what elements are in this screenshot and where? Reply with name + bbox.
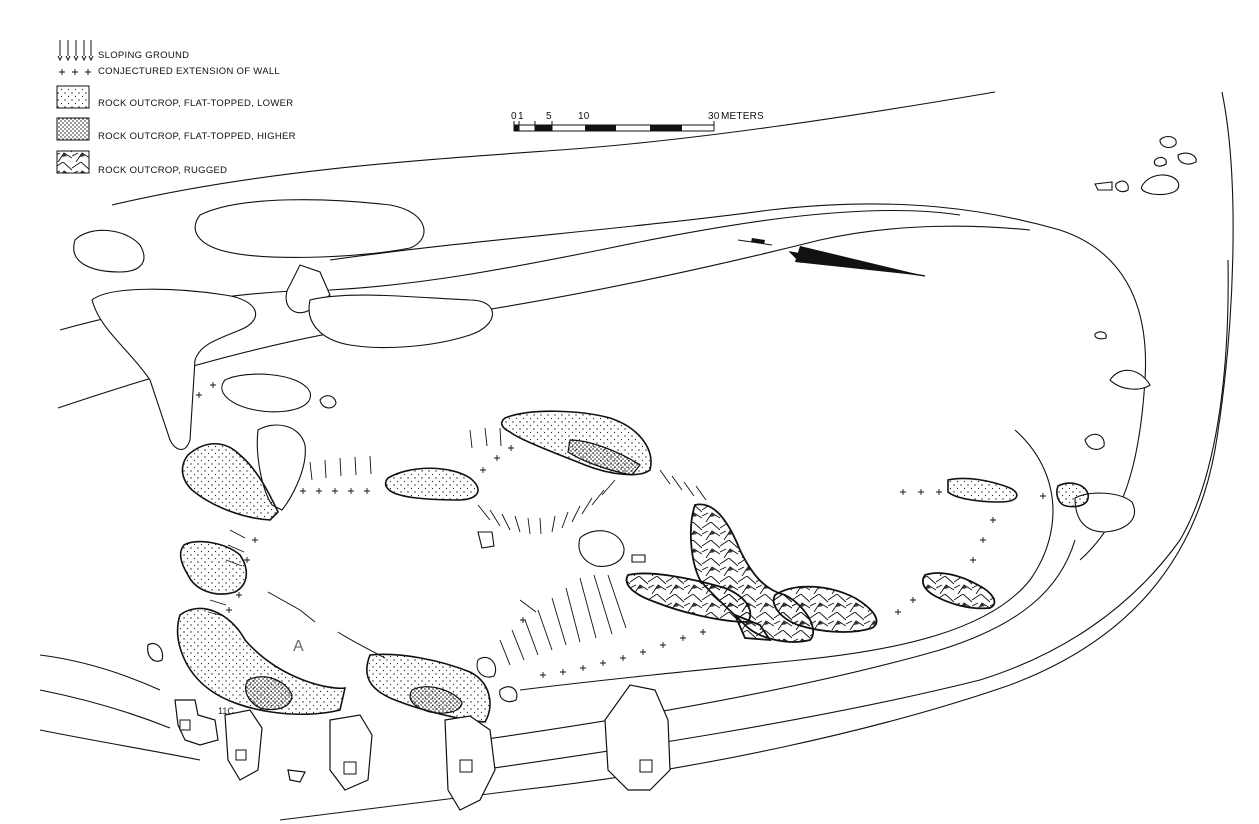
legend-wall-extension-label: CONJECTURED EXTENSION OF WALL (98, 66, 281, 77)
scale-tick-10: 10 (578, 111, 590, 122)
rock-lower-swatch (56, 85, 90, 109)
legend-sloping-ground-label: SLOPING GROUND (98, 50, 190, 61)
scale-tick-1: 1 (518, 111, 524, 122)
scale-bar (513, 121, 715, 132)
rock-higher-swatch (56, 117, 90, 141)
outcrop-flat-higher (245, 439, 641, 714)
legend-symbols (56, 40, 94, 174)
sloping-ground-symbol (57, 40, 94, 62)
outcrop-flat-lower (176, 410, 1089, 723)
north-arrow-icon (737, 238, 926, 277)
outcrop-rugged (625, 503, 996, 643)
structures (147, 642, 671, 811)
inner-path (267, 591, 386, 659)
scale-tick-0: 0 (511, 111, 517, 122)
area-a-label: A (293, 638, 304, 655)
structure-details (179, 719, 653, 775)
area-11c-label: 11C (218, 706, 234, 716)
rock-rugged-swatch (56, 150, 90, 174)
outcrop-outlines (73, 135, 1197, 703)
legend-rock-rugged-label: ROCK OUTCROP, RUGGED (98, 165, 228, 176)
scale-unit: METERS (721, 111, 764, 122)
scale-tick-5: 5 (546, 111, 552, 122)
legend-rock-lower-label: ROCK OUTCROP, FLAT-TOPPED, LOWER (98, 98, 294, 109)
sloping-ground-hachures (207, 427, 707, 666)
wall-extension-symbol (59, 69, 91, 75)
legend-rock-higher-label: ROCK OUTCROP, FLAT-TOPPED, HIGHER (98, 131, 296, 142)
wall-extension-crosses (196, 382, 1046, 678)
scale-tick-30: 30 (708, 111, 720, 122)
